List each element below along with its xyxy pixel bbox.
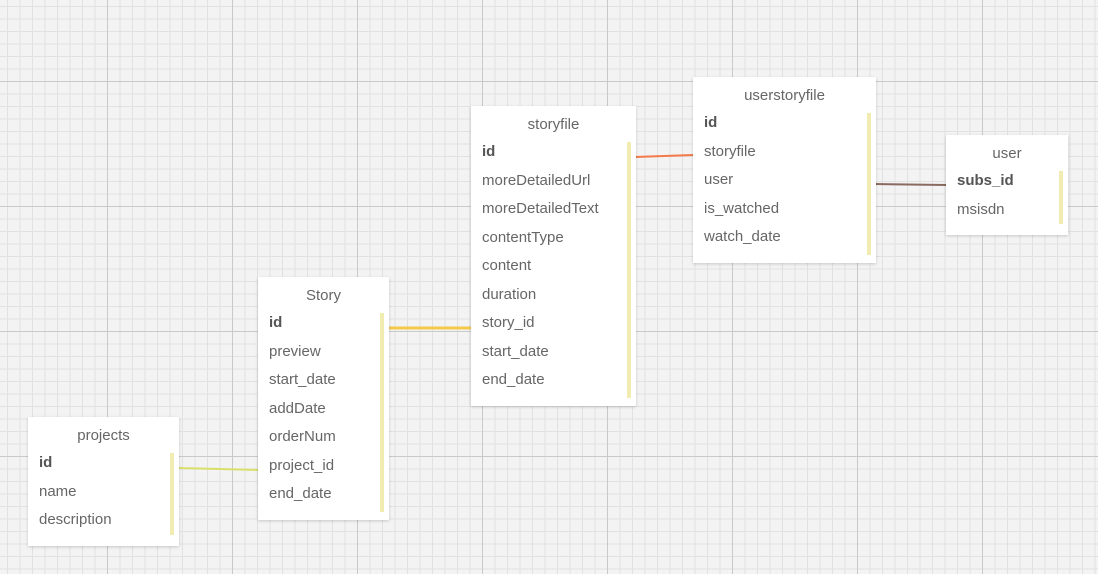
field-subs-id[interactable]: subs_id: [957, 172, 1014, 189]
field-list: id name description: [28, 449, 179, 541]
field-list: id storyfile user is_watched watch_date: [693, 109, 876, 258]
scrollbar[interactable]: [867, 113, 871, 255]
field-end-date[interactable]: end_date: [269, 485, 332, 502]
table-title: projects: [77, 427, 130, 444]
field-is-watched[interactable]: is_watched: [704, 199, 780, 217]
field-id[interactable]: id: [482, 143, 496, 160]
field-add-date[interactable]: addDate: [269, 399, 326, 417]
scrollbar[interactable]: [627, 142, 631, 398]
field-story-id[interactable]: story_id: [482, 314, 535, 331]
field-order-num[interactable]: orderNum: [269, 428, 336, 445]
field-duration[interactable]: duration: [482, 285, 537, 303]
table-user[interactable]: user subs_id msisdn: [946, 135, 1068, 235]
table-title: userstoryfile: [744, 87, 825, 104]
field-content-type[interactable]: contentType: [482, 228, 564, 246]
table-storyfile[interactable]: storyfile id moreDetailedUrl moreDetaile…: [471, 106, 636, 406]
scrollbar[interactable]: [1059, 171, 1063, 224]
field-preview[interactable]: preview: [269, 342, 321, 360]
field-list: subs_id msisdn: [946, 167, 1068, 230]
field-description[interactable]: description: [39, 511, 112, 528]
field-list: id moreDetailedUrl moreDetailedText cont…: [471, 138, 636, 401]
field-more-detailed-text[interactable]: moreDetailedText: [482, 200, 599, 217]
field-project-id[interactable]: project_id: [269, 456, 335, 474]
field-watch-date[interactable]: watch_date: [704, 228, 781, 245]
link-projects-story[interactable]: [177, 467, 259, 471]
field-id[interactable]: id: [269, 314, 283, 331]
field-content[interactable]: content: [482, 257, 532, 274]
table-title: user: [992, 145, 1022, 162]
scrollbar[interactable]: [170, 453, 174, 535]
field-start-date[interactable]: start_date: [269, 371, 336, 388]
field-start-date[interactable]: start_date: [482, 342, 549, 360]
field-end-date[interactable]: end_date: [482, 371, 545, 388]
link-userstoryfile-user[interactable]: [874, 183, 947, 186]
table-story[interactable]: Story id preview start_date addDate orde…: [258, 277, 389, 520]
table-title: storyfile: [527, 116, 580, 133]
link-storyfile-userstoryfile[interactable]: [634, 154, 694, 158]
field-id[interactable]: id: [704, 114, 718, 131]
table-title: Story: [305, 287, 341, 304]
field-storyfile[interactable]: storyfile: [704, 142, 756, 160]
table-userstoryfile[interactable]: userstoryfile id storyfile user is_watch…: [693, 77, 876, 263]
scrollbar[interactable]: [380, 313, 384, 512]
field-id[interactable]: id: [39, 454, 53, 471]
table-projects[interactable]: projects id name description: [28, 417, 179, 546]
field-msisdn[interactable]: msisdn: [957, 200, 1005, 218]
field-list: id preview start_date addDate orderNum p…: [258, 309, 389, 515]
field-name[interactable]: name: [39, 482, 77, 500]
field-user[interactable]: user: [704, 171, 734, 188]
field-more-detailed-url[interactable]: moreDetailedUrl: [482, 171, 591, 189]
